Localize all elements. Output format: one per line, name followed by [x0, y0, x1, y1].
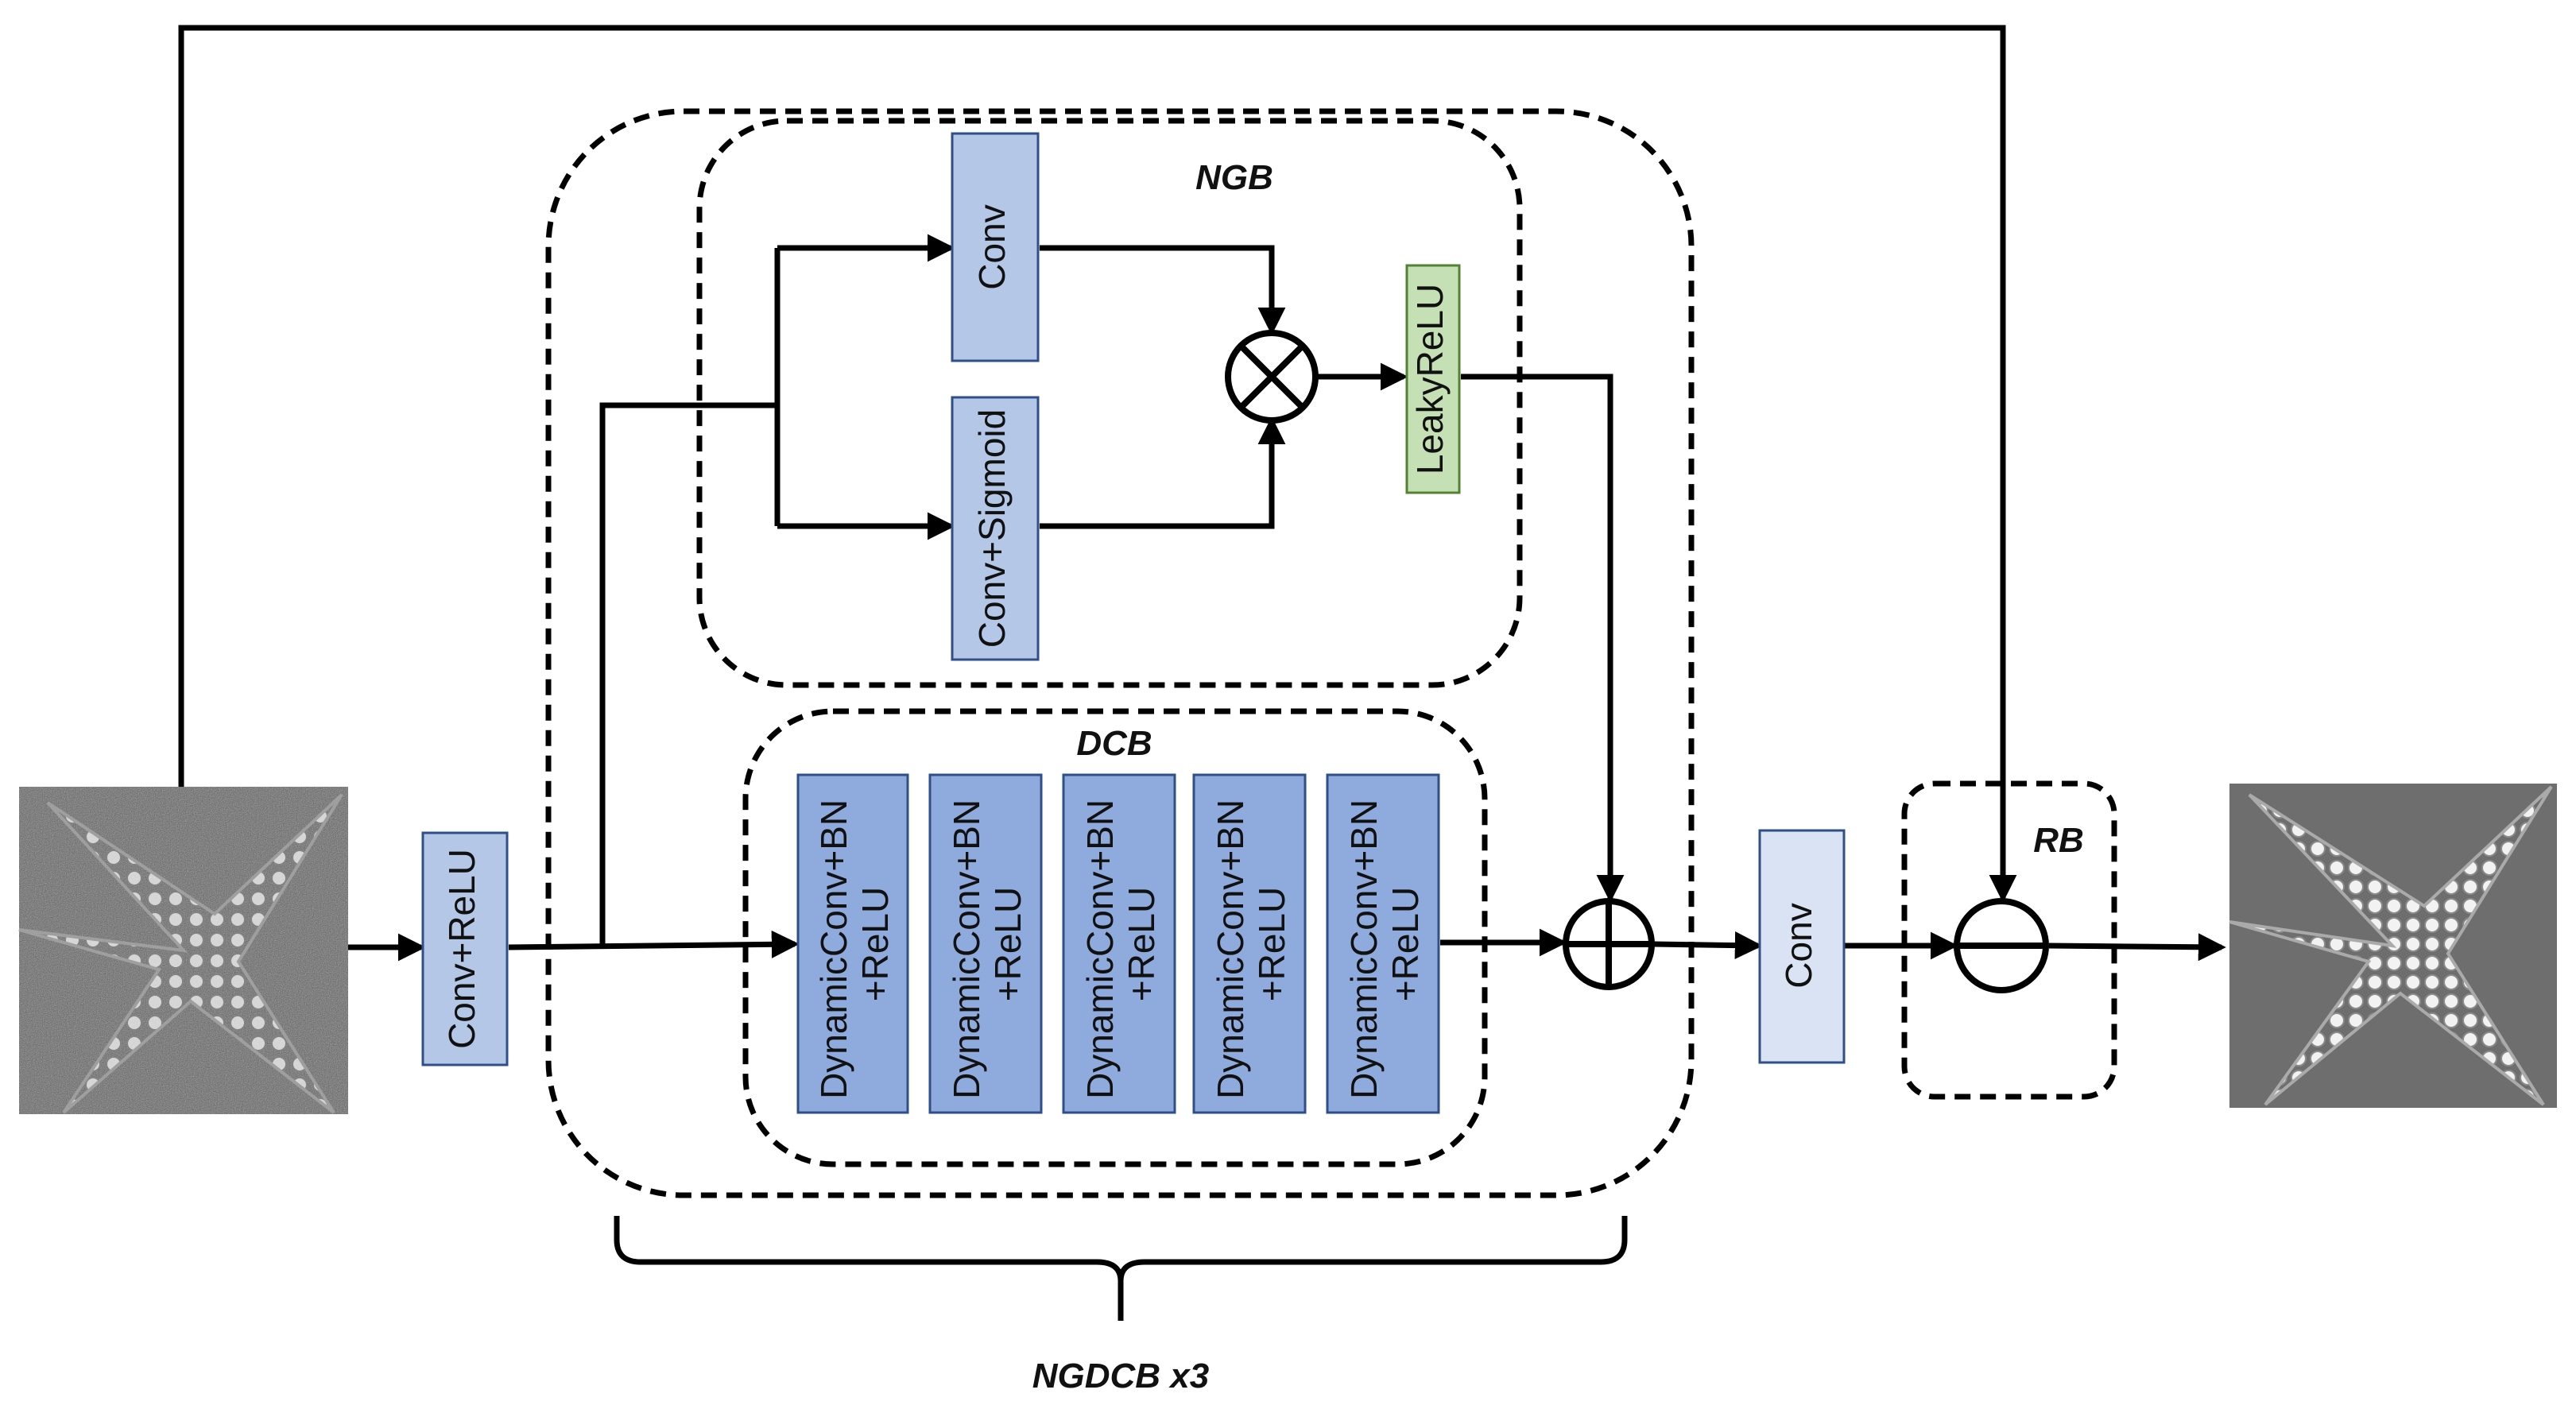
output-conv-block: Conv — [1758, 829, 1846, 1064]
ngdcb-curly-brace — [614, 1216, 1628, 1321]
dynamic-conv-label-3: DynamicConv+BN +ReLU — [1079, 789, 1162, 1099]
dynamic-conv-block-3: DynamicConv+BN +ReLU — [1062, 773, 1176, 1114]
dynamic-conv-label-1: DynamicConv+BN +ReLU — [813, 789, 896, 1099]
ngb-title: NGB — [1195, 158, 1273, 197]
ngdcb-outer-container — [545, 108, 1695, 1198]
output-image — [2229, 784, 2557, 1108]
dynamic-conv-label-2: DynamicConv+BN +ReLU — [946, 789, 1028, 1099]
ngb-conv-label: Conv — [971, 204, 1013, 289]
dynamic-conv-block-2: DynamicConv+BN +ReLU — [928, 773, 1043, 1114]
rb-title: RB — [2033, 821, 2084, 860]
dynamic-conv-line2: +ReLU — [854, 887, 896, 1001]
rb-container — [1901, 780, 2117, 1100]
dynamic-conv-block-4: DynamicConv+BN +ReLU — [1192, 773, 1307, 1114]
conv-relu-label: Conv+ReLU — [441, 849, 482, 1049]
subtract-operator — [1954, 898, 2049, 993]
ngb-branch-wire — [599, 402, 777, 946]
conv-sigmoid-label: Conv+Sigmoid — [971, 409, 1013, 648]
dynamic-conv-line1: DynamicConv+BN — [1079, 799, 1121, 1099]
multiply-cross-b — [1238, 343, 1305, 410]
ngb-conv-block: Conv — [951, 132, 1040, 362]
output-conv-label: Conv — [1778, 903, 1819, 988]
dynamic-conv-line1: DynamicConv+BN — [813, 799, 854, 1099]
conv-relu-block: Conv+ReLU — [421, 831, 509, 1066]
dynamic-conv-line2: +ReLU — [1385, 887, 1426, 1001]
dynamic-conv-line2: +ReLU — [987, 887, 1028, 1001]
conv-to-multiply-arrow — [1040, 245, 1286, 335]
subtract-to-output-arrow — [2048, 933, 2226, 962]
output-starfish-shape — [2229, 785, 2553, 1106]
leaky-to-add-arrow — [1461, 374, 1625, 903]
dcb-container — [742, 708, 1488, 1167]
dynamic-conv-block-1: DynamicConv+BN +ReLU — [796, 773, 909, 1114]
dynamic-conv-line2: +ReLU — [1121, 887, 1162, 1001]
dcb-title: DCB — [1076, 724, 1152, 763]
leaky-relu-block: LeakyReLU — [1405, 264, 1461, 494]
multiply-operator — [1225, 330, 1319, 424]
dynamic-conv-line1: DynamicConv+BN — [946, 799, 987, 1099]
dynamic-conv-line2: +ReLU — [1251, 887, 1292, 1001]
leaky-relu-label: LeakyReLU — [1409, 284, 1451, 474]
dynamic-conv-line1: DynamicConv+BN — [1210, 799, 1251, 1099]
dynamic-conv-label-4: DynamicConv+BN +ReLU — [1210, 789, 1292, 1099]
dynamic-conv-block-5: DynamicConv+BN +ReLU — [1326, 773, 1440, 1114]
input-image — [18, 787, 348, 1114]
ngb-container — [696, 118, 1523, 688]
ngdcb-label: NGDCB x3 — [1032, 1357, 1210, 1395]
add-operator — [1563, 898, 1655, 990]
dynamic-conv-label-5: DynamicConv+BN +ReLU — [1343, 789, 1426, 1099]
conv-sigmoid-block: Conv+Sigmoid — [951, 396, 1040, 661]
add-to-conv-arrow — [1652, 931, 1763, 960]
conv-relu-to-dcb-arrow — [508, 930, 800, 958]
global-skip-connection — [178, 25, 2017, 903]
sigmoid-to-multiply-arrow — [1040, 416, 1286, 529]
dynamic-conv-line1: DynamicConv+BN — [1343, 799, 1385, 1099]
